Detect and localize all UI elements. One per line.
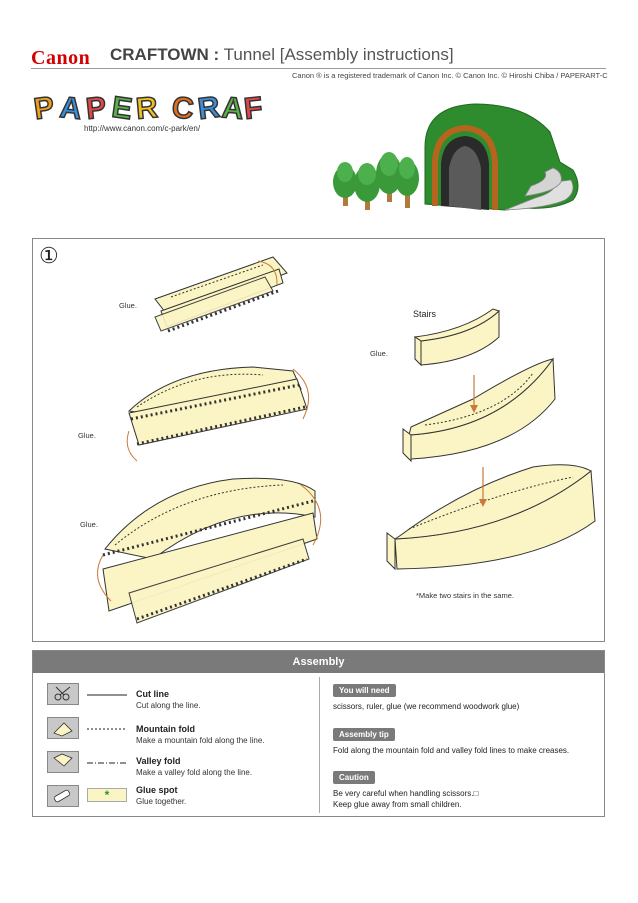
stairs-label: Stairs <box>413 309 437 319</box>
svg-text:A: A <box>58 91 83 126</box>
title-series: CRAFTOWN : <box>110 45 220 64</box>
caution-text-2: Keep glue away from small children. <box>333 800 462 809</box>
caution-text-1: Be very careful when handling scissors.□ <box>333 789 479 798</box>
assembly-tip-tag: Assembly tip <box>333 728 395 741</box>
svg-text:R: R <box>135 91 160 126</box>
glue-label: Glue. <box>78 431 96 440</box>
stairs-note: *Make two stairs in the same. <box>416 591 514 600</box>
glue-label: Glue. <box>80 520 98 529</box>
legend-cut-desc: Cut along the line. <box>136 701 201 710</box>
step-number: ① <box>39 243 59 268</box>
legend-valley-title: Valley fold <box>136 756 181 766</box>
legend-valley-desc: Make a valley fold along the line. <box>136 768 253 777</box>
legend-glue-desc: Glue together. <box>136 797 187 806</box>
caution-tag: Caution <box>333 771 375 784</box>
svg-text:C: C <box>170 91 195 126</box>
assembly-divider <box>319 677 320 813</box>
scissors-icon <box>47 683 79 705</box>
paper-craft-logo: P A P E R C R A F <box>31 90 265 126</box>
glue-spot-sample: * <box>87 788 127 802</box>
step-1-panel: ① <box>32 238 605 642</box>
step-1-diagram <box>97 256 596 624</box>
stairs-piece-3 <box>386 464 596 571</box>
svg-text:F: F <box>242 91 264 126</box>
title-subject: Tunnel [Assembly instructions] <box>219 45 454 64</box>
assembly-panel: Assembly Cut line Cut along the line. Mo… <box>32 650 605 817</box>
valley-fold-icon <box>47 751 79 773</box>
valley-fold-sample <box>87 762 127 764</box>
svg-text:P: P <box>84 91 107 126</box>
tunnel-piece-medium <box>126 366 310 462</box>
legend-mountain-title: Mountain fold <box>136 724 195 734</box>
trademark-notice: Canon ® is a registered trademark of Can… <box>292 71 608 80</box>
tunnel-piece-large <box>97 477 322 624</box>
arrow-down-icon <box>479 467 487 507</box>
stairs-piece-1 <box>413 308 500 367</box>
svg-text:E: E <box>110 91 134 126</box>
you-will-need-text: scissors, ruler, glue (we recommend wood… <box>333 702 520 711</box>
page-title: CRAFTOWN : Tunnel [Assembly instructions… <box>110 45 454 65</box>
website-url[interactable]: http://www.canon.com/c-park/en/ <box>84 124 201 133</box>
legend-glue-title: Glue spot <box>136 785 178 795</box>
canon-logo: Canon <box>31 47 91 69</box>
legend-mountain-desc: Make a mountain fold along the line. <box>136 736 265 745</box>
glue-label: Glue. <box>370 349 388 358</box>
tunnel-model-illustration <box>333 103 579 211</box>
glue-label: Glue. <box>119 301 137 310</box>
cut-line-sample <box>87 694 127 696</box>
svg-text:A: A <box>221 91 245 126</box>
tunnel-piece-small <box>154 256 288 333</box>
assembly-heading: Assembly <box>33 651 604 673</box>
tree-icon <box>333 162 357 206</box>
stairs-piece-2 <box>402 357 556 463</box>
you-will-need-tag: You will need <box>333 684 396 697</box>
svg-text:R: R <box>196 91 222 126</box>
svg-text:P: P <box>32 91 56 126</box>
glue-tube-icon <box>47 785 79 807</box>
assembly-tip-text: Fold along the mountain fold and valley … <box>333 746 570 755</box>
mountain-fold-icon <box>47 717 79 739</box>
mountain-fold-sample <box>87 728 127 730</box>
legend-cut-title: Cut line <box>136 689 169 699</box>
header-divider <box>31 68 606 69</box>
arrow-down-icon <box>470 375 478 413</box>
